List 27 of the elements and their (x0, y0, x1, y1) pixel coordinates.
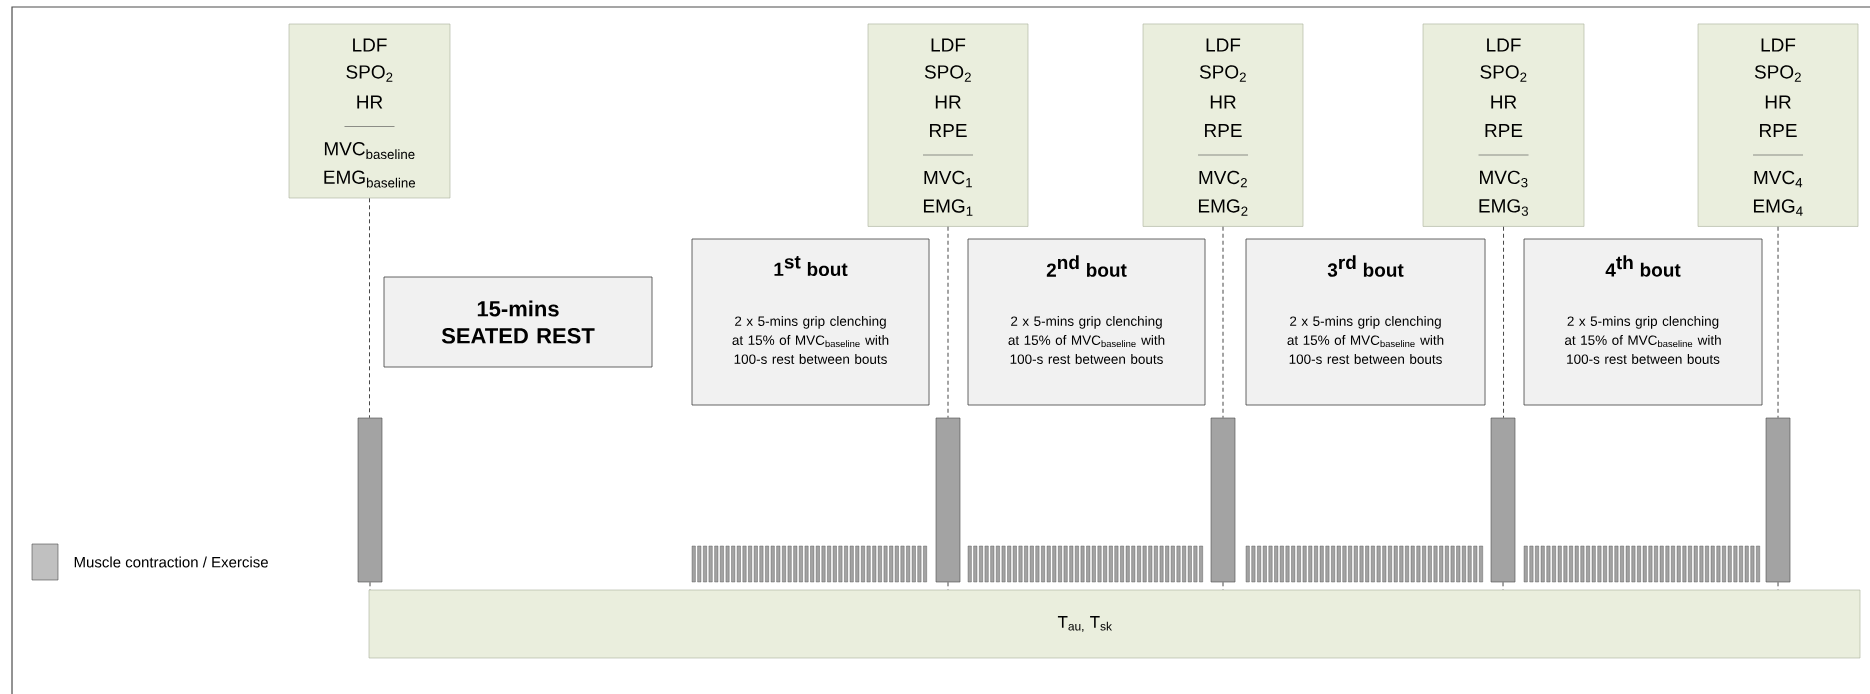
bout-box: $\textbf{3}^{\textbf{rd}}\textbf{ bout}$ 2 x 5-mins grip clenching at 15% of MVC$_{baseline}$ with 100-s rest between bouts (1245, 238, 1486, 406)
measurement-box: LDF SPO$_{2}$ HR RPE MVC$_{1}$ EMG$_{1}$ (867, 23, 1029, 227)
dashed-line (1222, 581, 1224, 591)
dashed-line (947, 581, 949, 591)
legend-label: Muscle contraction / Exercise (74, 556, 268, 568)
measurement-box: LDF SPO$_{2}$ HR RPE MVC$_{4}$ EMG$_{4}$ (1697, 23, 1859, 227)
contraction-bar (935, 417, 961, 583)
bout-box: $\textbf{2}^{\textbf{nd}}\textbf{ bout}$ 2 x 5-mins grip clenching at 15% of MVC$_{baseline}$ with 100-s rest between bouts (967, 238, 1206, 406)
measurement-box: LDF SPO$_{2}$ HR MVC$_{baseline}$ EMG$_{baseline}$ (288, 23, 451, 199)
measurement-box: LDF SPO$_{2}$ HR RPE MVC$_{3}$ EMG$_{3}$ (1422, 23, 1585, 227)
dashed-line (1503, 226, 1504, 419)
contraction-bar (357, 417, 383, 583)
contraction-bar (1490, 417, 1516, 583)
contraction-bar (1765, 417, 1791, 583)
dashed-line (1502, 581, 1504, 591)
dashed-line (1222, 226, 1224, 419)
contraction-bar (1210, 417, 1236, 583)
timeline-bar: T$_{au,}$ T$_{sk}$ (368, 589, 1861, 659)
measurement-box: LDF SPO$_{2}$ HR RPE MVC$_{2}$ EMG$_{2}$ (1142, 23, 1304, 227)
dashed-line (1777, 226, 1779, 419)
bout-box: $\textbf{1}^{\textbf{st}}\textbf{ bout}$ 2 x 5-mins grip clenching at 15% of MVC$_{baseline}$ with 100-s rest between bouts (691, 238, 930, 406)
bout-box: $\textbf{4}^{\textbf{th}}\textbf{ bout}$ 2 x 5-mins grip clenching at 15% of MVC$_{baseline}$ with 100-s rest between bouts (1523, 238, 1763, 406)
dashed-line (1777, 581, 1779, 591)
dashed-line (369, 197, 370, 419)
dashed-line (947, 226, 949, 419)
rest-box: 15-mins SEATED REST (383, 276, 653, 368)
dashed-line (369, 581, 371, 591)
